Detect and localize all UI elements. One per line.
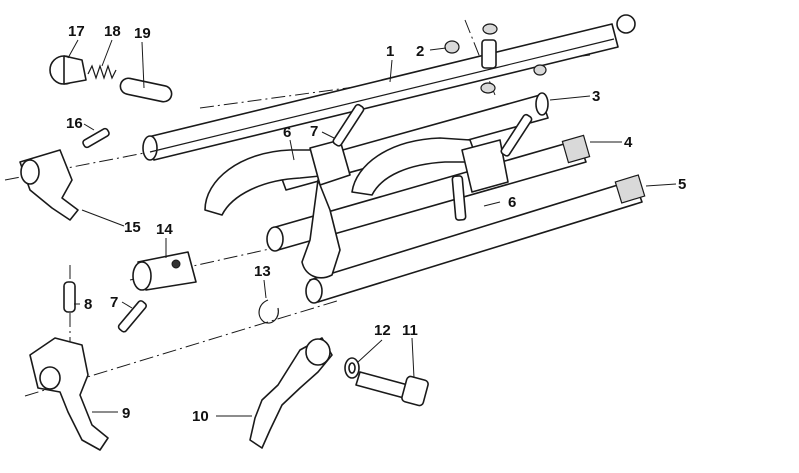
callout-leader-lines — [67, 39, 677, 417]
callout-labels: 1 2 3 4 5 6 6 7 7 8 9 10 11 12 13 14 15 … — [66, 23, 686, 425]
part-16-pin — [82, 127, 110, 149]
part-7-roll-pin-upper — [332, 103, 533, 221]
part-13-circlip — [258, 299, 279, 324]
callout-16: 16 — [66, 115, 83, 132]
part-6-shift-fork-right — [351, 137, 509, 196]
part-1-selector-rod — [142, 14, 636, 161]
callout-4: 4 — [624, 134, 633, 151]
part-14-coupling — [132, 251, 197, 291]
part-2-detent-pins — [444, 23, 547, 94]
callout-14: 14 — [156, 221, 173, 238]
part-7-roll-pin-lower — [117, 300, 147, 333]
callout-2: 2 — [416, 43, 424, 60]
callout-12: 12 — [374, 322, 391, 339]
part-8-pin — [63, 281, 76, 313]
part-9-selector-lever — [29, 337, 109, 451]
callout-19: 19 — [134, 25, 151, 42]
part-17-end-cap — [49, 55, 87, 85]
callout-17: 17 — [68, 23, 85, 40]
part-15-selector-joint — [19, 149, 79, 221]
part-6-shift-fork-left — [204, 139, 351, 279]
part-4-shift-rod-middle — [266, 134, 591, 252]
callout-5: 5 — [678, 176, 686, 193]
callout-7-lower: 7 — [110, 294, 118, 311]
callout-13: 13 — [254, 263, 271, 280]
part-10-intermediate-lever — [249, 337, 333, 449]
callout-6-lower: 6 — [508, 194, 516, 211]
callout-10: 10 — [192, 408, 209, 425]
callout-11: 11 — [402, 322, 418, 339]
callout-6-upper: 6 — [283, 124, 291, 141]
assembly-axis-lines — [4, 19, 591, 397]
callout-7-upper: 7 — [310, 123, 318, 140]
callout-3: 3 — [592, 88, 600, 105]
part-11-bolt — [355, 371, 429, 407]
part-19-plunger — [119, 77, 173, 103]
callout-9: 9 — [122, 405, 130, 422]
callout-15: 15 — [124, 219, 141, 236]
part-18-spring — [87, 64, 117, 80]
part-5-shift-rod-lower — [305, 174, 646, 304]
callout-18: 18 — [104, 23, 121, 40]
callout-8: 8 — [84, 296, 92, 313]
callout-1: 1 — [386, 43, 394, 60]
part-12-washer — [344, 357, 360, 379]
